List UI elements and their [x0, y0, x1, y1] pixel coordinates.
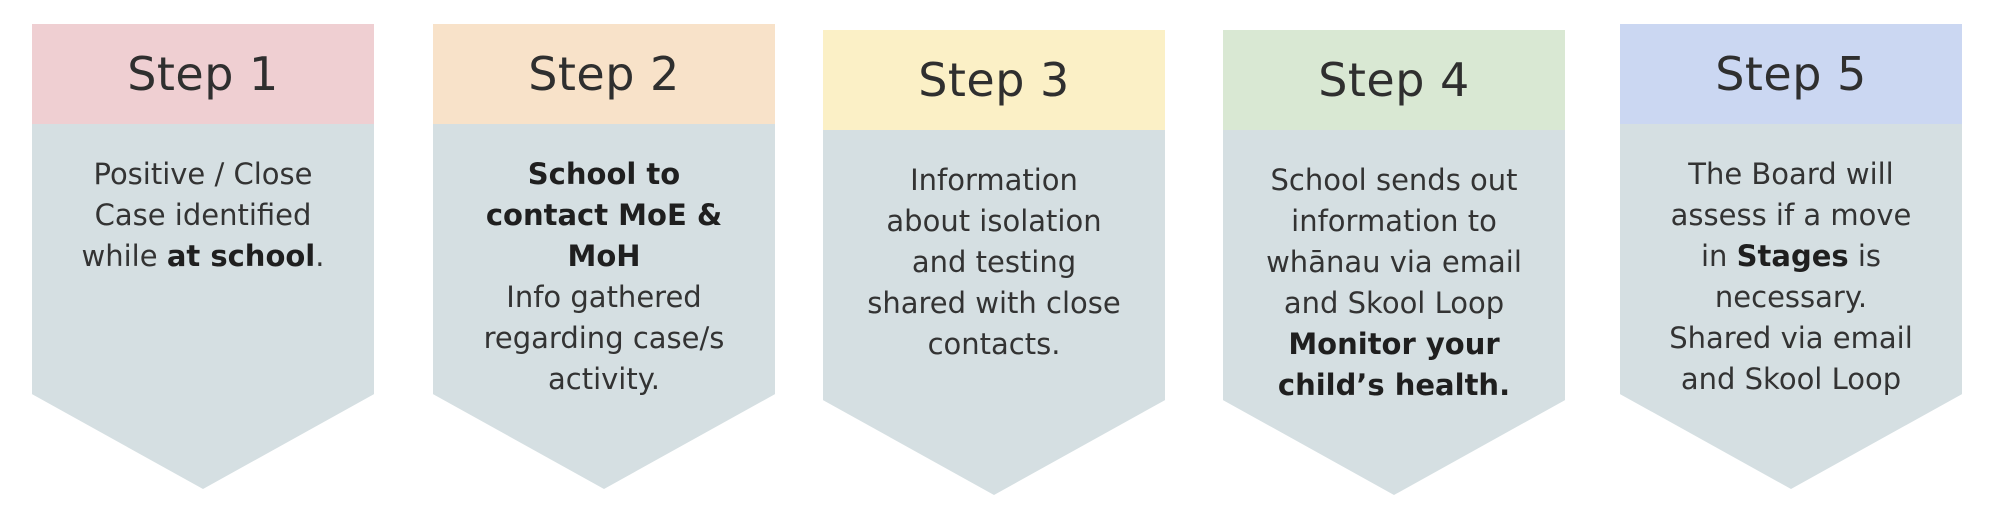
step-1-header: Step 1	[32, 24, 374, 124]
step-1: Step 1 Positive / Close Case identified …	[32, 24, 374, 489]
step-2-bold-text: contact MoE &	[485, 198, 723, 232]
step-1-line: Case identified	[94, 198, 312, 232]
step-2-line: School to	[459, 154, 749, 195]
step-5: Step 5 The Board will assess if a move i…	[1620, 24, 1962, 489]
step-3-line: contacts.	[927, 327, 1061, 361]
step-4-line: child’s health.	[1249, 365, 1539, 406]
step-5-line: assess if a move	[1670, 198, 1912, 232]
step-3-line: Information	[910, 163, 1078, 197]
step-4-header: Step 4	[1223, 30, 1565, 130]
step-5-line: and Skool Loop	[1680, 362, 1902, 396]
step-2: Step 2 School to contact MoE & MoH Info …	[433, 24, 775, 489]
step-5-line: in Stages is	[1646, 236, 1936, 277]
step-4-body: School sends out information to whānau v…	[1223, 130, 1565, 495]
step-1-body: Positive / Close Case identified while a…	[32, 124, 374, 489]
step-4-line: Monitor your	[1249, 324, 1539, 365]
step-4-line: and Skool Loop	[1283, 286, 1505, 320]
step-5-text: in	[1700, 239, 1737, 273]
step-5-line: Shared via email	[1669, 321, 1913, 355]
step-3-body: Information about isolation and testing …	[823, 130, 1165, 495]
step-1-bold-text: at school	[166, 239, 316, 273]
step-2-line: contact MoE &	[459, 195, 749, 236]
step-2-header: Step 2	[433, 24, 775, 124]
step-4-bold-text: Monitor your	[1288, 327, 1500, 361]
step-4-title: Step 4	[1318, 53, 1470, 107]
step-3-title: Step 3	[918, 53, 1070, 107]
step-3-line: about isolation	[886, 204, 1102, 238]
step-1-text: .	[315, 239, 325, 273]
step-3: Step 3 Information about isolation and t…	[823, 30, 1165, 495]
step-1-line: Positive / Close	[93, 157, 313, 191]
step-2-bold-text: School to	[527, 157, 681, 191]
step-2-line: MoH	[459, 236, 749, 277]
step-4-bold-text: child’s health.	[1277, 368, 1511, 402]
step-4: Step 4 School sends out information to w…	[1223, 30, 1565, 495]
step-5-body: The Board will assess if a move in Stage…	[1620, 124, 1962, 489]
step-2-body: School to contact MoE & MoH Info gathere…	[433, 124, 775, 489]
step-4-line: School sends out	[1270, 163, 1518, 197]
step-1-title: Step 1	[127, 47, 279, 101]
step-5-text: is	[1848, 239, 1882, 273]
step-1-line: while at school.	[58, 236, 348, 277]
step-2-title: Step 2	[528, 47, 680, 101]
step-4-line: whānau via email	[1266, 245, 1522, 279]
step-5-line: The Board will	[1688, 157, 1894, 191]
step-3-line: shared with close	[867, 286, 1121, 320]
step-3-header: Step 3	[823, 30, 1165, 130]
step-5-title: Step 5	[1715, 47, 1867, 101]
step-2-line: Info gathered	[506, 280, 702, 314]
step-5-header: Step 5	[1620, 24, 1962, 124]
step-2-line: activity.	[548, 362, 660, 396]
step-5-bold-text: Stages	[1736, 239, 1849, 273]
step-4-line: information to	[1291, 204, 1497, 238]
step-3-line: and testing	[911, 245, 1077, 279]
step-1-text: while	[81, 239, 167, 273]
step-5-line: necessary.	[1714, 280, 1868, 314]
step-2-bold-text: MoH	[567, 239, 641, 273]
step-2-line: regarding case/s	[483, 321, 725, 355]
